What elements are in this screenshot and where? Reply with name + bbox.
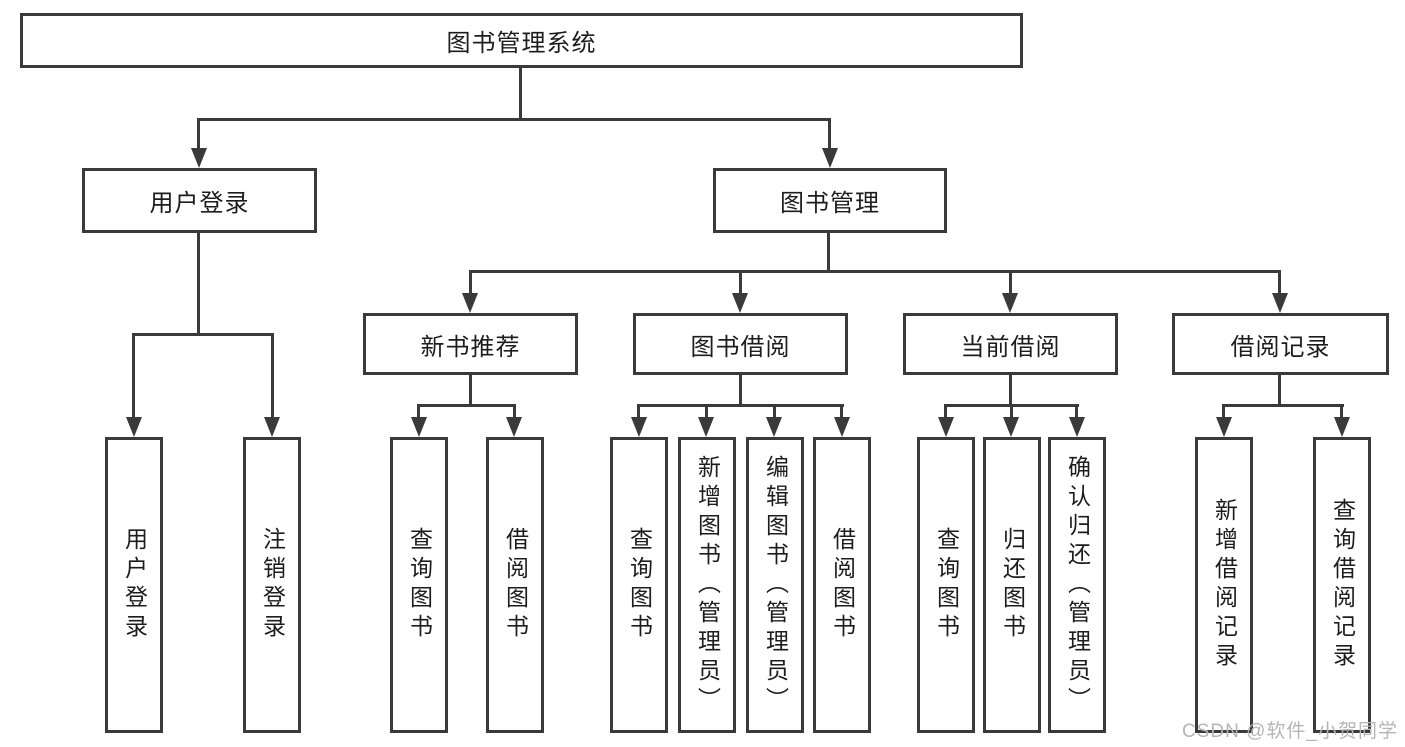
node-book-management: 图书管理 bbox=[713, 168, 947, 233]
arrowhead-down bbox=[822, 148, 838, 168]
leaf-label: 确认归还（管理员） bbox=[1064, 454, 1091, 716]
node-library-system: 图书管理系统 bbox=[20, 13, 1023, 68]
arrowhead-down bbox=[126, 417, 142, 437]
connector-line bbox=[828, 120, 831, 152]
connector-line bbox=[469, 375, 472, 406]
arrowhead-down bbox=[506, 417, 522, 437]
leaf-label: 注销登录 bbox=[259, 527, 286, 643]
arrowhead-down bbox=[462, 293, 478, 313]
connector-line bbox=[132, 333, 274, 336]
node-current-borrow: 当前借阅 bbox=[903, 313, 1118, 375]
arrowhead-down bbox=[631, 417, 647, 437]
connector-line bbox=[739, 375, 742, 406]
arrowhead-down bbox=[191, 148, 207, 168]
arrowhead-down bbox=[1216, 417, 1232, 437]
connector-line bbox=[637, 406, 640, 420]
leaf-user-login: 用户登录 bbox=[105, 437, 163, 733]
arrowhead-down bbox=[698, 417, 714, 437]
connector-line bbox=[417, 404, 516, 407]
arrowhead-down bbox=[264, 417, 280, 437]
leaf-label: 新增借阅记录 bbox=[1211, 498, 1238, 672]
leaf-label: 查询图书 bbox=[406, 527, 433, 643]
connector-line bbox=[417, 406, 420, 420]
connector-line bbox=[739, 272, 742, 298]
connector-line bbox=[197, 233, 200, 336]
leaf-borrow-books-recommend: 借阅图书 bbox=[486, 437, 544, 733]
leaf-query-books-recommend: 查询图书 bbox=[390, 437, 448, 733]
arrowhead-down bbox=[766, 417, 782, 437]
leaf-label: 用户登录 bbox=[121, 527, 148, 643]
arrowhead-down bbox=[1003, 417, 1019, 437]
connector-line bbox=[944, 404, 1079, 407]
arrowhead-down bbox=[732, 293, 748, 313]
connector-line bbox=[513, 406, 516, 420]
arrowhead-down bbox=[1272, 293, 1288, 313]
connector-line bbox=[1222, 406, 1225, 420]
arrowhead-down bbox=[1069, 417, 1085, 437]
leaf-add-borrow-record: 新增借阅记录 bbox=[1195, 437, 1253, 733]
connector-line bbox=[469, 270, 1281, 273]
leaf-return-books: 归还图书 bbox=[983, 437, 1041, 733]
connector-line bbox=[840, 406, 843, 420]
connector-line bbox=[1010, 406, 1013, 420]
connector-line bbox=[1278, 272, 1281, 298]
node-book-borrow: 图书借阅 bbox=[633, 313, 848, 375]
connector-line bbox=[132, 336, 135, 421]
arrowhead-down bbox=[1002, 293, 1018, 313]
connector-line bbox=[271, 336, 274, 421]
leaf-query-books-current: 查询图书 bbox=[917, 437, 975, 733]
connector-line bbox=[1009, 375, 1012, 406]
connector-line bbox=[1278, 375, 1281, 406]
csdn-watermark: CSDN @软件_小贺同学 bbox=[1182, 721, 1398, 742]
leaf-label: 借阅图书 bbox=[829, 527, 856, 643]
leaf-label: 编辑图书（管理员） bbox=[762, 454, 789, 716]
leaf-label: 查询借阅记录 bbox=[1329, 498, 1356, 672]
leaf-query-borrow-record: 查询借阅记录 bbox=[1313, 437, 1371, 733]
connector-line bbox=[197, 120, 200, 152]
node-borrow-records: 借阅记录 bbox=[1172, 313, 1389, 375]
leaf-confirm-return-admin: 确认归还（管理员） bbox=[1048, 437, 1106, 733]
leaf-query-books-borrow: 查询图书 bbox=[610, 437, 668, 733]
leaf-add-book-admin: 新增图书（管理员） bbox=[678, 437, 736, 733]
arrowhead-down bbox=[938, 417, 954, 437]
connector-line bbox=[1340, 406, 1343, 420]
connector-line bbox=[944, 406, 947, 420]
connector-line bbox=[519, 68, 522, 121]
connector-line bbox=[637, 404, 844, 407]
arrowhead-down bbox=[834, 417, 850, 437]
node-new-book-recommend: 新书推荐 bbox=[363, 313, 578, 375]
leaf-borrow-books: 借阅图书 bbox=[813, 437, 871, 733]
connector-line bbox=[197, 118, 831, 121]
connector-line bbox=[1222, 404, 1344, 407]
leaf-label: 新增图书（管理员） bbox=[694, 454, 721, 716]
leaf-edit-book-admin: 编辑图书（管理员） bbox=[746, 437, 804, 733]
connector-line bbox=[1009, 272, 1012, 298]
leaf-label: 查询图书 bbox=[626, 527, 653, 643]
connector-line bbox=[705, 406, 708, 420]
leaf-label: 借阅图书 bbox=[502, 527, 529, 643]
connector-line bbox=[469, 272, 472, 298]
connector-line bbox=[827, 233, 830, 273]
leaf-label: 归还图书 bbox=[999, 527, 1026, 643]
connector-line bbox=[1075, 406, 1078, 420]
leaf-logout-login: 注销登录 bbox=[243, 437, 301, 733]
leaf-label: 查询图书 bbox=[933, 527, 960, 643]
connector-line bbox=[773, 406, 776, 420]
arrowhead-down bbox=[411, 417, 427, 437]
node-user-login: 用户登录 bbox=[82, 168, 317, 233]
arrowhead-down bbox=[1334, 417, 1350, 437]
